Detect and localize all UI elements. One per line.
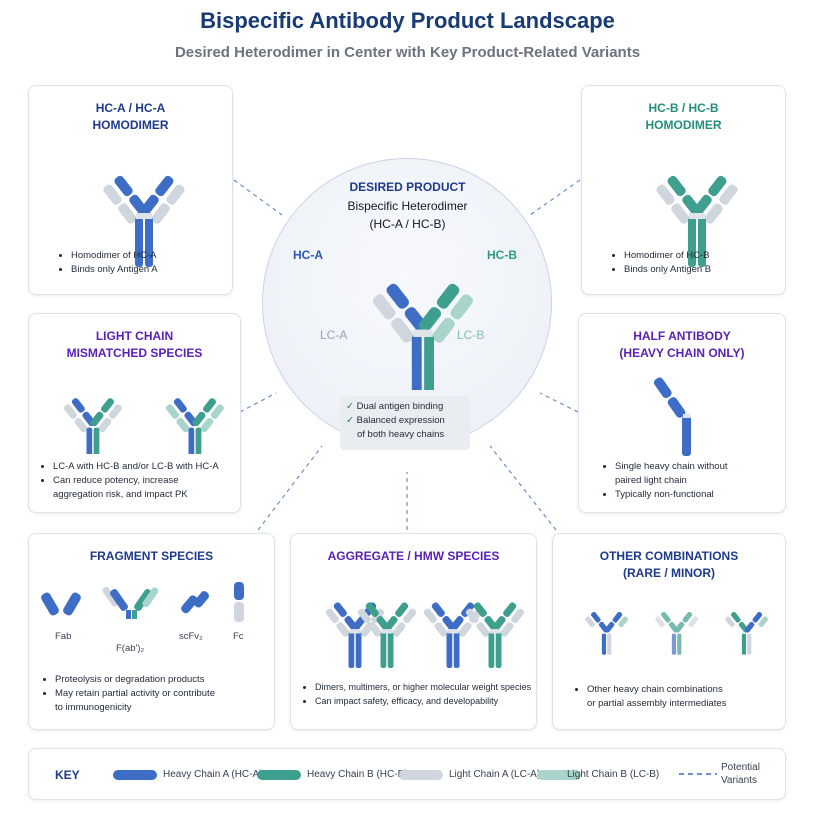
bullet: Homodimer of HC-A [71,249,158,263]
panel-title: HOMODIMER [645,118,722,132]
connector-lc [239,392,277,413]
label-lcb: LC-B [457,328,485,342]
panel-title: OTHER COMBINATIONS [599,549,739,563]
panel-fragment-species: FRAGMENT SPECIES Fab F(ab')₂ scFv₂ Fc [28,533,275,730]
key-title: KEY [55,768,80,782]
other-combination-icon-3 [724,611,769,655]
center-features-box: ✓ Dual antigen binding ✓ Balanced expres… [340,396,470,450]
bispecific-antibody-icon [370,281,475,390]
panel-title: LIGHT CHAIN [95,329,174,343]
check-item: ✓ Balanced expression [346,415,445,426]
light-chain-b-swatch [537,770,581,780]
other-combination-icon-1 [584,611,629,655]
fab2-icon [102,586,159,619]
other-combination-icon-2 [654,611,699,655]
panel-title: HOMODIMER [92,118,169,132]
light-chain-a-label: Light Chain A (LC-A) [449,769,541,780]
scfv2-icon [181,591,209,614]
potential-variants-dash [679,773,717,775]
label-hca: HC-A [293,248,323,262]
fab-label: Fab [55,631,72,642]
heavy-chain-b-label: Heavy Chain B (HC-B) [307,769,408,780]
fab2-label: F(ab')₂ [116,643,145,654]
bullet: May retain partial activity or contribut… [55,687,215,715]
center-title: DESIRED PRODUCT [349,180,466,194]
label-lca: LC-A [320,328,348,342]
panel-light-chain-mismatched: LIGHT CHAIN MISMATCHED SPECIES LC-A with… [28,313,241,513]
connector-half [539,392,579,413]
bullet: Homodimer of HC-B [624,249,711,263]
panel-title: HC-A / HC-A [95,101,166,115]
panel-title: FRAGMENT SPECIES [89,549,214,563]
antibody-icon-mismatch-2 [164,397,226,454]
fc-label: Fc [233,631,244,642]
bullet: LC-A with HC-B and/or LC-B with HC-A [53,460,219,474]
fab-icon [41,592,81,616]
heavy-chain-a-label: Heavy Chain A (HC-A) [163,769,263,780]
antibody-icon-mismatch-1 [62,397,124,454]
bullet: Can reduce potency, increaseaggregation … [53,474,219,502]
light-chain-a-swatch [399,770,443,780]
panel-other-combinations: OTHER COMBINATIONS (RARE / MINOR) Other … [552,533,786,730]
aggregate-multimer-icon-2 [464,601,526,668]
bullet: Proteolysis or degradation products [55,673,215,687]
check-item: ✓ Dual antigen binding [346,401,444,412]
connector-hcb [529,179,581,216]
check-item: of both heavy chains [357,429,445,440]
bullet: Dimers, multimers, or higher molecular w… [315,680,531,694]
bullet: Binds only Antigen A [71,263,158,277]
panel-title: (HEAVY CHAIN ONLY) [619,346,745,360]
label-hcb: HC-B [487,248,517,262]
center-line1: Bispecific Heterodimer [347,199,468,213]
light-chain-b-label: Light Chain B (LC-B) [567,769,660,780]
connector-hca [233,179,283,216]
scfv2-label: scFv₂ [179,631,203,642]
heavy-chain-b-swatch [257,770,301,780]
panel-title: AGGREGATE / HMW SPECIES [327,549,500,563]
bullet: Binds only Antigen B [624,263,711,277]
page-subtitle: Desired Heterodimer in Center with Key P… [174,44,641,61]
key-legend: KEY Heavy Chain A (HC-A) Heavy Chain B (… [28,748,786,800]
bullet: Typically non-functional [615,488,728,502]
half-antibody-icon [653,377,691,456]
heavy-chain-a-swatch [113,770,157,780]
panel-title: HALF ANTIBODY [633,329,731,343]
panel-title: (RARE / MINOR) [623,566,715,580]
panel-title: MISMATCHED SPECIES [66,346,203,360]
center-line2: (HC-A / HC-B) [369,217,446,231]
connector-other [489,445,557,531]
fragment-icons [41,582,244,622]
panel-aggregate-hmw: AGGREGATE / HMW SPECIES Dimers, multimer… [290,533,537,730]
panel-hca-homodimer: HC-A / HC-A HOMODIMER Homodimer of HC-A … [28,85,233,295]
panel-hcb-homodimer: HC-B / HC-B HOMODIMER Homodimer of HC-B … [581,85,786,295]
fc-icon [234,582,244,622]
connector-frag [257,445,323,531]
bullet: Can impact safety, efficacy, and develop… [315,694,531,708]
panel-half-antibody: HALF ANTIBODY (HEAVY CHAIN ONLY) Single … [578,313,786,513]
panel-title: HC-B / HC-B [648,101,719,115]
page-title: Bispecific Antibody Product Landscape [200,8,615,33]
